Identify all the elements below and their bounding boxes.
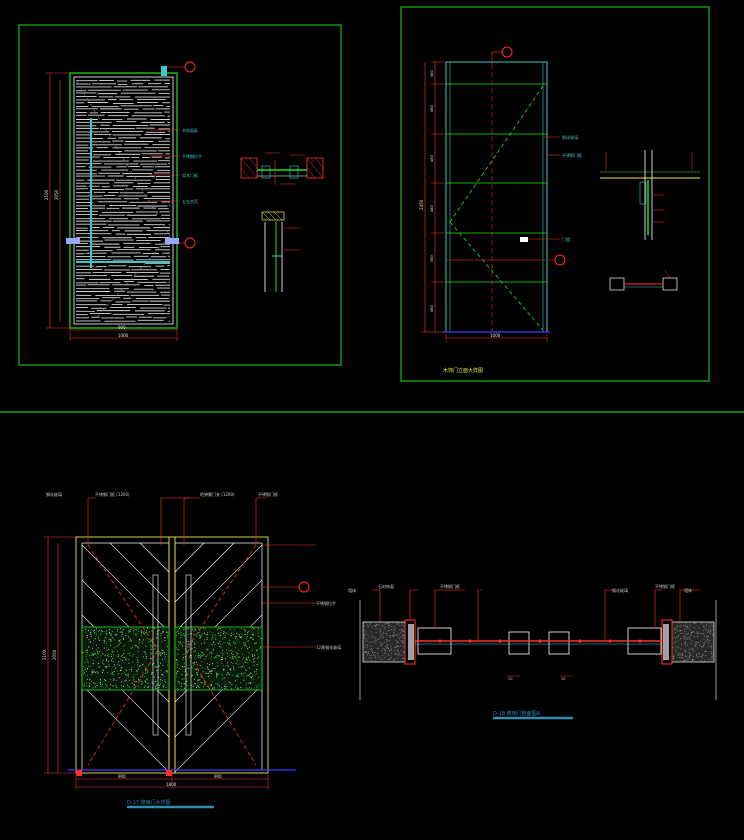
note-2-1: 不锈钢门框: [562, 152, 582, 158]
dim-2-width: 1000: [490, 333, 501, 338]
label-3-top-3: 不锈钢门框: [258, 491, 278, 497]
dim-1-inner-height: 2050: [54, 189, 59, 200]
drawing-frame-2: [400, 6, 710, 382]
wood-grain-texture: [76, 79, 170, 322]
label-3-right-0: 不锈钢拉手: [316, 600, 336, 606]
dim-2-5: 480: [430, 255, 434, 262]
small-4-1: 20: [561, 677, 565, 681]
note-1-0: 木饰面板: [182, 127, 198, 133]
small-4-0: 20: [508, 677, 512, 681]
note-2-0: 钢化玻璃: [562, 134, 578, 140]
drawing-1-section-details: [240, 152, 324, 292]
dim-1-width-bottom: 1000: [118, 333, 129, 338]
dim-2-3: 480: [430, 155, 434, 162]
drawing-2-title: 木饰门立面大样图: [443, 367, 483, 374]
note-1-1: 不锈钢拉手: [182, 153, 202, 159]
label-4-0: 墙体: [348, 587, 356, 593]
drawing-3-title: D-17 玻璃门大样图: [127, 799, 171, 806]
drawing-4-title: D-18 玻璃门剖面图A: [493, 710, 541, 717]
drawing-2-section-details: [600, 150, 700, 291]
label-3-top-1: 不锈钢门框 (1200): [95, 491, 130, 497]
dim-2-4: 480: [430, 205, 434, 212]
drawing-frame-1: [18, 24, 342, 366]
dim-3-bottom-2: 1800: [166, 782, 177, 787]
wall-hatch: [362, 621, 715, 663]
label-3-right-1: 12厚钢化玻璃: [316, 644, 341, 650]
label-4-4: 不锈钢门框: [655, 583, 675, 589]
dim-1-overall-height: 2100: [44, 189, 49, 200]
label-4-5: 墙体: [684, 587, 692, 593]
note-1-2: 实木门框: [182, 172, 198, 178]
dim-2-2: 480: [430, 105, 434, 112]
drawing-3-double-glass-door: 钢化玻璃 不锈钢门框 (1200) 地弹簧门夹 (1200) 不锈钢门框 不锈钢…: [42, 491, 341, 809]
dim-3-left-0: 2100: [42, 649, 47, 660]
note-2-2: 门锁: [562, 236, 570, 242]
dim-1-width-top: 900: [118, 325, 126, 330]
drawing-2-glass-door: 钢化玻璃 不锈钢门框 门锁 1450 480 480 480 480 480 4…: [419, 46, 582, 374]
label-3-top-0: 钢化玻璃: [46, 491, 62, 497]
label-4-2: 不锈钢门框: [440, 583, 460, 589]
drawing-4-glass-door-section: 墙体 石材饰面 不锈钢门框 钢化玻璃 不锈钢门框 墙体 20 20 D-18 玻…: [348, 583, 717, 720]
drawing-1-wood-door: 木饰面板 不锈钢拉手 实木门框 五金合页 2100 2050 900 1000: [44, 61, 202, 341]
note-1-3: 五金合页: [182, 198, 198, 204]
label-3-top-2: 地弹簧门夹 (1200): [200, 491, 235, 497]
dim-3-bottom-0: 900: [118, 774, 126, 779]
dim-3-left-1: 2050: [52, 649, 57, 660]
dim-2-6: 480: [430, 305, 434, 312]
dim-2-0: 1450: [419, 199, 424, 210]
label-4-1: 石材饰面: [378, 583, 394, 589]
label-4-3: 钢化玻璃: [612, 587, 628, 593]
dim-3-bottom-1: 900: [214, 774, 222, 779]
frosted-glass-band: [82, 627, 262, 690]
dim-2-1: 480: [430, 70, 434, 77]
